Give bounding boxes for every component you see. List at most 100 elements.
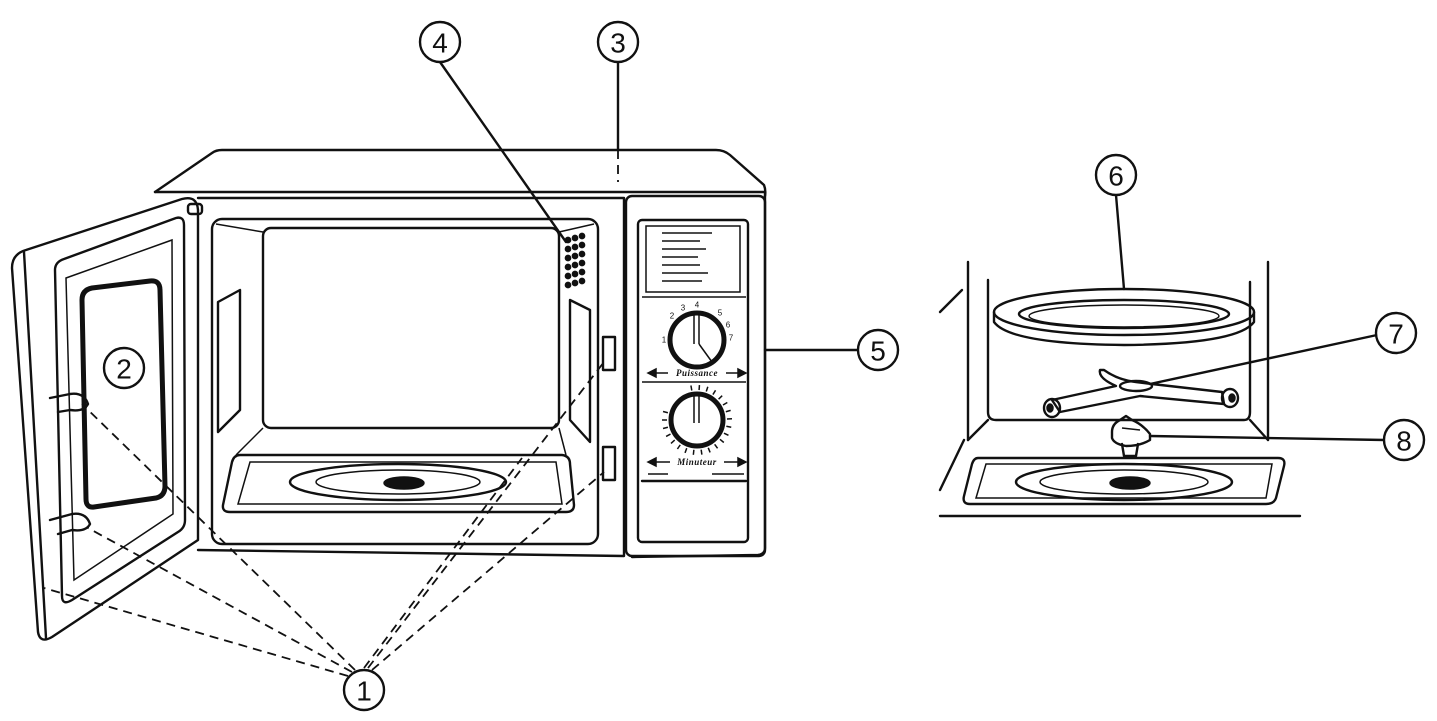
arrow-right-icon bbox=[737, 456, 748, 468]
leader-line-8 bbox=[1148, 434, 1387, 442]
turntable-recess-outer bbox=[288, 462, 508, 502]
cavity-corner-edge bbox=[966, 418, 990, 442]
timer-dial-tick bbox=[718, 395, 723, 400]
timer-dial-tick bbox=[684, 447, 688, 454]
turntable-recess-inner bbox=[315, 469, 481, 495]
glass-tray bbox=[992, 287, 1256, 347]
upper-door-hook bbox=[48, 392, 90, 414]
callout-7: 7 bbox=[1374, 311, 1418, 355]
cavity-top-edge bbox=[938, 288, 964, 314]
arrow-left-icon bbox=[646, 367, 657, 379]
lower-latch-slot bbox=[601, 445, 617, 482]
callout-3: 3 bbox=[596, 20, 640, 64]
timer-dial-tick bbox=[719, 438, 725, 444]
cavity-corner-edge bbox=[1248, 418, 1270, 442]
power-dial-knob bbox=[667, 310, 727, 370]
timer-dial-tick bbox=[662, 410, 669, 414]
timer-dial-tick bbox=[676, 444, 681, 450]
door-window bbox=[79, 278, 168, 510]
timer-dial-tick bbox=[662, 426, 669, 430]
cavity-floor-inner bbox=[974, 463, 1273, 499]
oven-door bbox=[10, 196, 200, 641]
door-seal bbox=[65, 238, 174, 582]
roller-wheel bbox=[1042, 397, 1062, 419]
timer-dial-ticks bbox=[662, 385, 733, 455]
callout-4: 4 bbox=[418, 20, 462, 64]
power-dial: 1 2 3 4 5 6 7 bbox=[662, 301, 734, 370]
svg-text:7: 7 bbox=[1388, 319, 1404, 350]
cavity-floor bbox=[221, 453, 576, 514]
power-dial-number: 3 bbox=[681, 304, 686, 313]
cabinet-roof bbox=[153, 148, 767, 198]
hinge-pin bbox=[186, 202, 204, 216]
front-frame bbox=[196, 196, 626, 558]
timer-dial-tick bbox=[722, 401, 728, 406]
svg-text:3: 3 bbox=[610, 28, 626, 59]
leader-line-1 bbox=[43, 587, 349, 677]
arrow-right-icon bbox=[737, 367, 748, 379]
cavity-edge bbox=[215, 223, 264, 233]
cavity-floor bbox=[962, 456, 1286, 506]
left-wall-panel bbox=[216, 288, 242, 434]
svg-text:2: 2 bbox=[116, 354, 132, 385]
leader-line-4 bbox=[438, 60, 568, 244]
timer-dial-tick bbox=[692, 449, 695, 455]
timer-dial-tick bbox=[700, 449, 703, 455]
turntable-recess-inner bbox=[1039, 469, 1209, 495]
power-dial-pointer bbox=[698, 343, 713, 363]
power-dial-number: 4 bbox=[695, 301, 700, 310]
roller-hub bbox=[1118, 379, 1154, 393]
turntable-drive-hub bbox=[383, 476, 425, 490]
power-dial-number: 2 bbox=[670, 312, 675, 321]
svg-text:5: 5 bbox=[870, 336, 886, 367]
callout-1: 1 bbox=[342, 668, 386, 712]
door-edge bbox=[22, 250, 48, 640]
power-dial-number: 6 bbox=[726, 321, 731, 330]
timer-dial bbox=[662, 385, 733, 455]
cabinet-outline bbox=[153, 190, 767, 559]
lower-door-hook bbox=[48, 512, 92, 536]
roller-support bbox=[1042, 368, 1240, 419]
cavity-floor-inner bbox=[237, 461, 563, 505]
leader-line-1 bbox=[81, 403, 356, 671]
svg-text:8: 8 bbox=[1396, 426, 1412, 457]
leader-line-1 bbox=[367, 361, 605, 669]
door-outline bbox=[10, 196, 200, 641]
leader-lines bbox=[43, 60, 1387, 677]
power-label: Puissance bbox=[676, 368, 718, 378]
callout-6: 6 bbox=[1094, 153, 1138, 197]
timer-label-row: Minuteur bbox=[646, 456, 748, 468]
timer-dial-tick bbox=[726, 425, 732, 429]
timer-dial-tick bbox=[665, 433, 671, 438]
timer-dial-tick bbox=[690, 385, 693, 391]
cavity-edge bbox=[558, 427, 567, 456]
power-dial-number: 5 bbox=[718, 309, 723, 318]
leader-line-1 bbox=[371, 471, 605, 671]
callout-8: 8 bbox=[1382, 418, 1426, 462]
leader-line-7 bbox=[1148, 333, 1379, 386]
cavity-front-edge bbox=[938, 438, 966, 492]
door-inner-frame bbox=[53, 216, 187, 604]
power-dial-number: 7 bbox=[729, 334, 734, 343]
power-label-row: Puissance bbox=[646, 367, 748, 379]
timer-dial-tick bbox=[723, 432, 729, 437]
power-dial-number: 1 bbox=[662, 336, 667, 345]
leader-line-1 bbox=[87, 527, 353, 673]
timer-dial-tick bbox=[670, 439, 676, 444]
svg-text:6: 6 bbox=[1108, 161, 1124, 192]
turntable-recess-outer bbox=[1014, 462, 1234, 502]
callout-5: 5 bbox=[856, 328, 900, 372]
right-wall-panel bbox=[568, 298, 592, 444]
callouts: 1 2 3 4 5 6 7 8 bbox=[102, 20, 1426, 712]
timer-dial-tick bbox=[714, 443, 719, 449]
svg-text:4: 4 bbox=[432, 28, 448, 59]
roller-wheel bbox=[1220, 387, 1240, 409]
control-panel-inner bbox=[636, 218, 750, 544]
program-list-box bbox=[645, 225, 741, 293]
vent-holes bbox=[564, 232, 586, 289]
turntable-detail bbox=[938, 260, 1302, 518]
cavity-edge bbox=[558, 223, 595, 233]
cavity-edge bbox=[235, 427, 264, 456]
timer-dial-knob bbox=[668, 391, 726, 449]
